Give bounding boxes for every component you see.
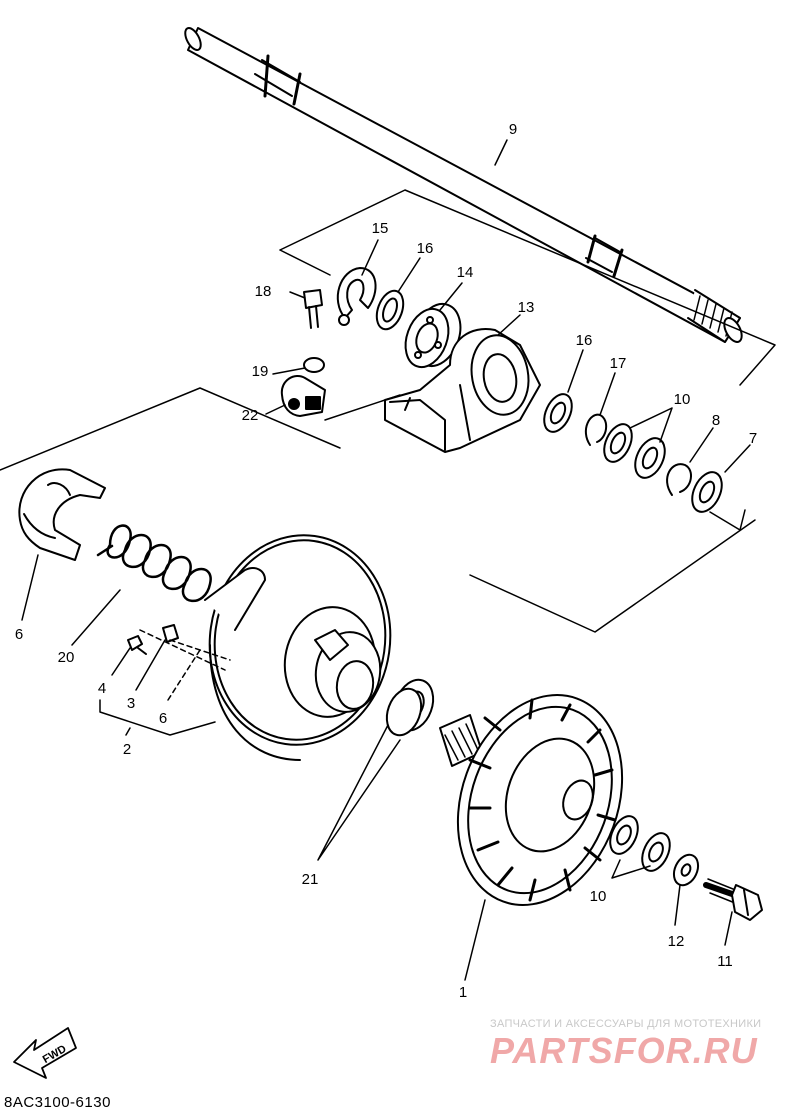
callout-22: 22 [242, 407, 259, 424]
washer-16-upper [375, 289, 405, 331]
washer-10-lower-a [609, 815, 639, 855]
watermark-tagline: ЗАПЧАСТИ И АКСЕССУАРЫ ДЛЯ МОТОТЕХНИКИ [490, 1018, 762, 1030]
washer-10-upper-b [634, 437, 666, 479]
nut-19 [303, 357, 325, 373]
callout-11: 11 [717, 953, 733, 970]
bolt-18 [303, 289, 323, 329]
flange-bolt-11 [703, 878, 763, 921]
callout-16-lower: 16 [576, 332, 593, 349]
bearing-housing-13 [384, 328, 541, 453]
callout-9: 9 [509, 121, 517, 138]
callout-16-upper: 16 [417, 240, 434, 257]
callout-8: 8 [712, 412, 720, 429]
movable-sheave-2 [204, 534, 392, 761]
bearing-14 [404, 303, 462, 369]
callout-6-center: 6 [159, 710, 167, 727]
bushing-21-b [385, 687, 423, 737]
callout-20: 20 [58, 649, 75, 666]
shaft-9 [184, 27, 743, 343]
callout-10-lower: 10 [590, 888, 607, 905]
screw-4 [127, 635, 147, 655]
callout-12: 12 [668, 933, 685, 950]
callout-14: 14 [457, 264, 474, 281]
weight-3 [162, 624, 179, 643]
washer-10-lower-b [641, 832, 671, 872]
washer-16-lower [543, 393, 573, 433]
fwd-arrow-icon [13, 1027, 77, 1079]
callout-19: 19 [252, 363, 269, 380]
washer-12 [672, 853, 700, 887]
callout-10-upper: 10 [674, 391, 691, 408]
fixed-sheave-1 [456, 694, 624, 906]
washer-7 [691, 471, 723, 513]
diagram-code: 8AC3100-6130 [4, 1094, 111, 1111]
callout-3: 3 [127, 695, 135, 712]
washer-10-upper-a [603, 423, 633, 463]
callout-2: 2 [123, 741, 131, 758]
callout-17: 17 [610, 355, 627, 372]
cam-weight-6 [18, 468, 106, 561]
circlip-8 [666, 463, 692, 496]
watermark-logo: PARTSFOR.RU [490, 1030, 758, 1071]
callout-13: 13 [518, 299, 535, 316]
callout-7: 7 [749, 430, 757, 447]
callout-1: 1 [459, 984, 467, 1001]
callout-6-left: 6 [15, 626, 23, 643]
callout-18: 18 [255, 283, 272, 300]
circlip-15 [336, 267, 377, 326]
callout-21: 21 [302, 871, 319, 888]
clamp-22 [280, 375, 326, 417]
circlip-17 [584, 413, 608, 446]
callout-15: 15 [372, 220, 389, 237]
spring-20 [96, 524, 212, 603]
callout-4: 4 [98, 680, 106, 697]
leader-lines [21, 139, 751, 981]
